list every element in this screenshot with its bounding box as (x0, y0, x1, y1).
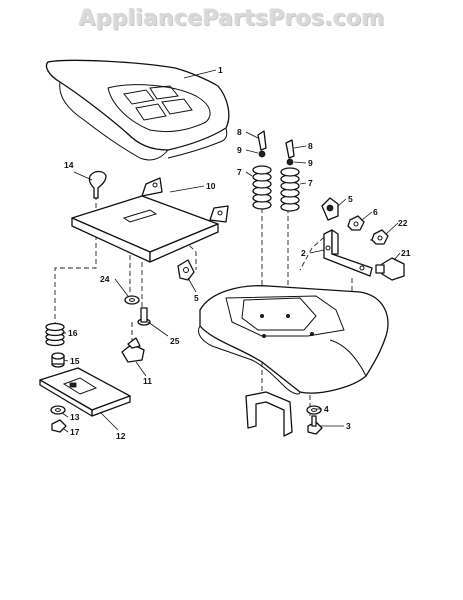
spring-stack-left (252, 130, 272, 210)
callout-5-right: 5 (348, 194, 353, 204)
callout-3: 3 (346, 421, 351, 431)
seat-part (45, 59, 230, 161)
callout-7-right: 7 (308, 178, 313, 188)
seat-plate-part (39, 367, 131, 417)
bolt-part-25 (137, 307, 151, 326)
callout-10: 10 (206, 181, 216, 191)
washer-part-4 (306, 405, 322, 415)
callout-9-right: 9 (308, 158, 313, 168)
tractor-fender-part (198, 285, 389, 395)
bolt-part-3 (307, 415, 323, 435)
callout-12: 12 (116, 431, 126, 441)
leader-lines (61, 69, 401, 433)
nut-part-15 (51, 352, 65, 368)
seat-clip-part-left (177, 259, 195, 281)
callout-14: 14 (64, 160, 74, 170)
callout-16: 16 (68, 328, 78, 338)
callout-24: 24 (100, 274, 110, 284)
seat-knob-part (88, 170, 107, 199)
watermark-text: AppliancePartsPros.com (78, 6, 385, 31)
callout-17: 17 (70, 427, 80, 437)
callout-8-left: 8 (237, 127, 242, 137)
callout-7-left: 7 (237, 167, 242, 177)
callout-25: 25 (170, 336, 180, 346)
washer-part-13 (50, 405, 66, 415)
callout-21: 21 (401, 248, 411, 258)
nut-part-6 (347, 215, 365, 231)
callout-15: 15 (70, 356, 80, 366)
seat-bracket-part (323, 229, 373, 277)
spring-part-16 (45, 322, 65, 347)
callout-6: 6 (373, 207, 378, 217)
seat-pan-part (71, 177, 229, 263)
callout-22: 22 (398, 218, 408, 228)
adjustment-knob-part (121, 337, 145, 363)
callout-numbers: 1 10 14 8 9 7 8 9 7 5 6 22 2 21 5 24 25 … (64, 65, 411, 441)
callout-5-left: 5 (194, 293, 199, 303)
frame-stub-part (245, 391, 293, 437)
callout-8-right: 8 (308, 141, 313, 151)
callout-13: 13 (70, 412, 80, 422)
bolt-part-21 (375, 257, 405, 281)
washer-part-24 (124, 295, 140, 305)
callout-11: 11 (143, 376, 152, 386)
callout-2: 2 (301, 248, 306, 258)
callout-9-left: 9 (237, 145, 242, 155)
nut-part-22 (371, 229, 389, 245)
nut-part-17 (51, 419, 67, 433)
spring-stack-right (280, 139, 300, 212)
callout-4: 4 (324, 404, 329, 414)
seat-clip-part-right (321, 197, 339, 221)
callout-1: 1 (218, 65, 223, 75)
